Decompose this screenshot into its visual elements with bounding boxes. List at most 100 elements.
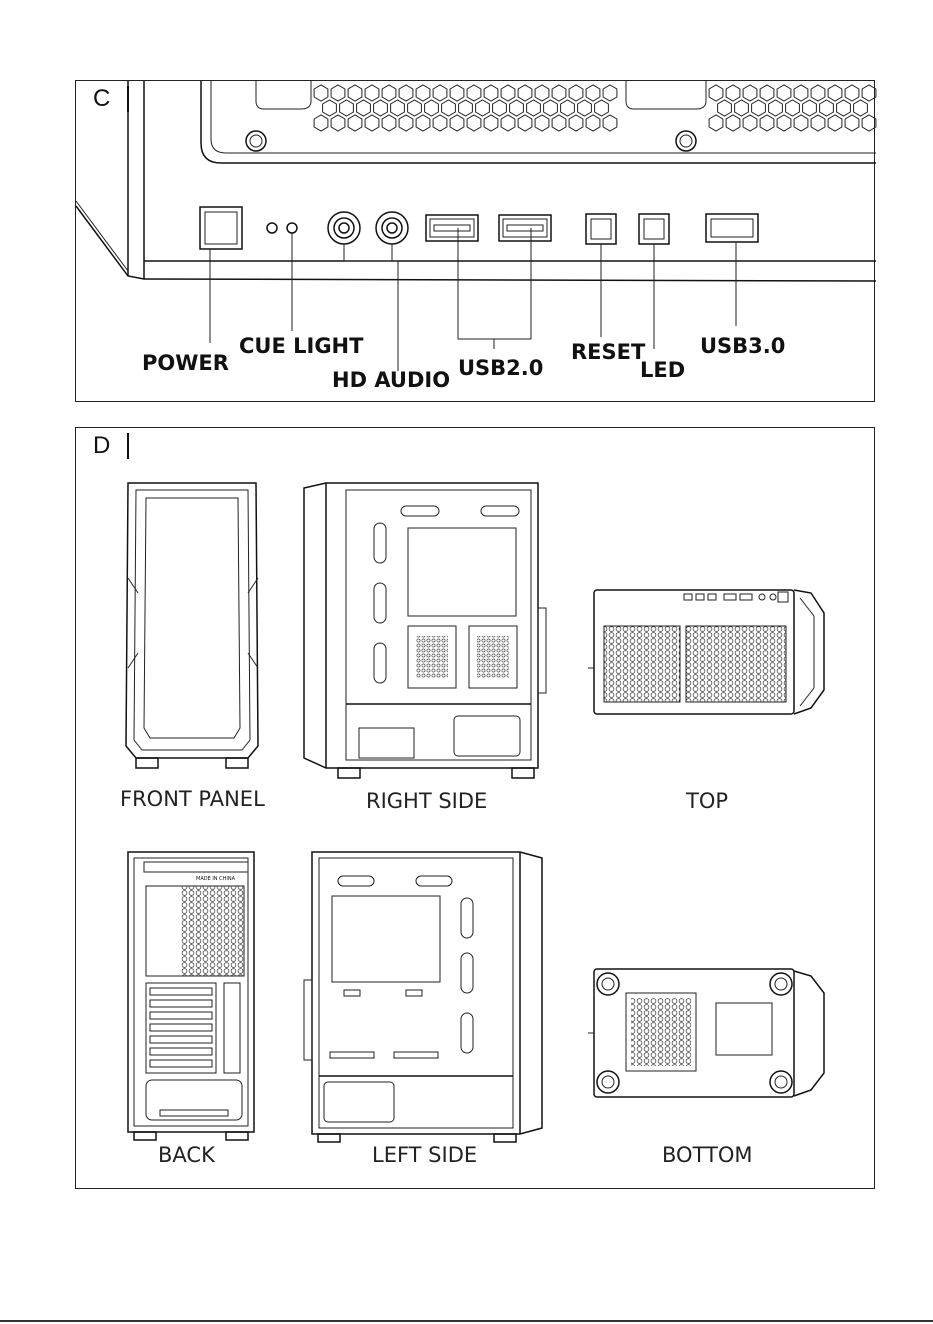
mesh-hexagon <box>459 100 473 116</box>
mesh-hexagon <box>603 115 617 131</box>
mesh-hexagon <box>365 85 379 101</box>
usb3-port <box>706 214 758 242</box>
mesh-hexagon <box>595 100 609 116</box>
label-usb3: USB3.0 <box>700 334 785 358</box>
mesh-hexagon <box>709 115 723 131</box>
mesh-hexagon <box>399 115 413 131</box>
mesh-hexagon <box>527 100 541 116</box>
mesh-hexagon <box>845 85 859 101</box>
mesh-hexagon <box>348 115 362 131</box>
mesh-hexagon <box>862 115 876 131</box>
mesh-hexagon <box>803 100 817 116</box>
mesh-hexagon <box>586 85 600 101</box>
mesh-hexagon <box>416 115 430 131</box>
mesh-hexagon <box>743 115 757 131</box>
mesh-hexagon <box>323 100 337 116</box>
mesh-hexagon <box>433 115 447 131</box>
mesh-hexagon <box>331 85 345 101</box>
mesh-hexagon <box>467 85 481 101</box>
mesh-hexagon <box>752 100 766 116</box>
mesh-hexagon <box>450 85 464 101</box>
mesh-hexagon <box>561 100 575 116</box>
mesh-hexagon <box>365 115 379 131</box>
mesh-hexagon <box>828 115 842 131</box>
mesh-hexagon <box>569 115 583 131</box>
mesh-hexagon <box>837 100 851 116</box>
mesh-hexagon <box>408 100 422 116</box>
mesh-hexagon <box>552 115 566 131</box>
mesh-hexagon <box>518 85 532 101</box>
mesh-hexagon <box>726 115 740 131</box>
front-io-panel: C <box>75 80 875 402</box>
back-plate-text: MADE IN CHINA <box>196 876 236 882</box>
bottom-view <box>588 969 824 1097</box>
mesh-hexagon <box>603 85 617 101</box>
left-side-view <box>304 852 542 1142</box>
label-right-side: RIGHT SIDE <box>366 789 487 813</box>
label-usb2: USB2.0 <box>458 356 543 380</box>
mesh-hexagon <box>578 100 592 116</box>
mesh-hexagon <box>735 100 749 116</box>
mesh-hexagon <box>314 115 328 131</box>
led-button <box>639 214 669 244</box>
back-view: MADE IN CHINA <box>128 852 254 1140</box>
mesh-hexagon <box>820 100 834 116</box>
label-back: BACK <box>158 1143 216 1167</box>
case-views-panel: D FRONT PANEL <box>75 427 875 1189</box>
mesh-hexagon <box>484 115 498 131</box>
mesh-hexagon <box>854 100 868 116</box>
label-hd-audio: HD AUDIO <box>332 368 450 392</box>
mesh-hexagon <box>794 115 808 131</box>
mesh-hexagon <box>518 115 532 131</box>
mesh-hexagon <box>476 100 490 116</box>
right-side-view <box>304 483 546 778</box>
mesh-hexagon <box>510 100 524 116</box>
case-views-drawing: FRONT PANEL RIGHT SIDE <box>76 428 876 1190</box>
mesh-hexagon <box>450 115 464 131</box>
mesh-hexagon <box>569 85 583 101</box>
label-top: TOP <box>685 789 728 813</box>
mesh-hexagon <box>391 100 405 116</box>
label-front-panel: FRONT PANEL <box>120 787 265 811</box>
mesh-hexagon <box>433 85 447 101</box>
mesh-hexagon <box>382 115 396 131</box>
mesh-hexagon <box>357 100 371 116</box>
mesh-hexagon <box>416 85 430 101</box>
mesh-hexagon <box>442 100 456 116</box>
cue-light-1 <box>267 223 277 233</box>
mesh-hexagon <box>501 85 515 101</box>
mesh-hexagon <box>331 115 345 131</box>
label-bottom: BOTTOM <box>662 1143 753 1167</box>
mesh-hexagon <box>769 100 783 116</box>
hd-audio-jacks <box>328 212 408 244</box>
mesh-hexagon <box>348 85 362 101</box>
mesh-hexagon <box>425 100 439 116</box>
reset-button <box>586 214 616 244</box>
mesh-hexagon <box>786 100 800 116</box>
power-button <box>200 207 242 249</box>
mesh-hexagon <box>726 85 740 101</box>
mesh-hexagon <box>493 100 507 116</box>
label-reset: RESET <box>571 340 646 364</box>
mesh-hexagon <box>794 85 808 101</box>
mesh-hexagon <box>777 115 791 131</box>
page-bottom-rule <box>0 1320 933 1322</box>
mesh-hexagon <box>862 85 876 101</box>
cue-light-2 <box>287 223 297 233</box>
mesh-hexagon <box>501 115 515 131</box>
mesh-hexagon <box>399 85 413 101</box>
mesh-hexagon <box>484 85 498 101</box>
mesh-hexagon <box>709 85 723 101</box>
mesh-hexagon <box>811 115 825 131</box>
mesh-hexagon <box>586 115 600 131</box>
io-panel-drawing: POWER CUE LIGHT HD AUDIO USB2.0 RESET LE… <box>76 81 876 403</box>
mesh-hexagon <box>535 85 549 101</box>
label-cue-light: CUE LIGHT <box>239 334 364 358</box>
label-power: POWER <box>142 351 229 375</box>
mesh-hexagon <box>552 85 566 101</box>
mesh-hexagon <box>314 85 328 101</box>
label-left-side: LEFT SIDE <box>372 1143 477 1167</box>
mesh-hexagon <box>811 85 825 101</box>
mesh-hexagon <box>777 85 791 101</box>
usb2-ports <box>426 215 551 241</box>
